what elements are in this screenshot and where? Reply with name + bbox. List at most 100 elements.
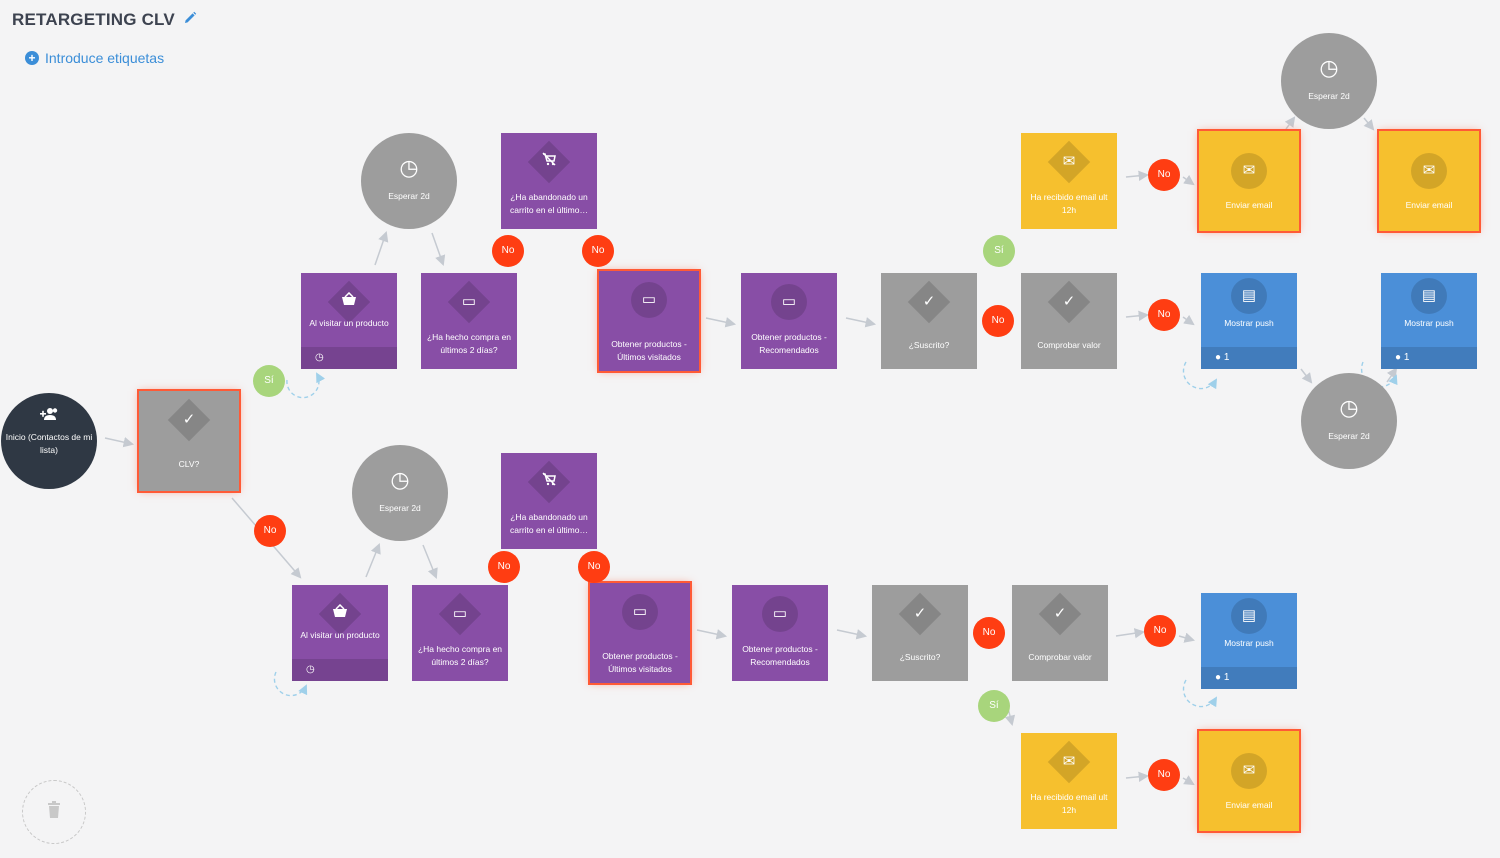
clv-condition-node[interactable]: ✓ CLV?: [139, 391, 239, 491]
pencil-icon[interactable]: [183, 10, 197, 30]
card-icon: ▭: [452, 605, 468, 622]
start-node[interactable]: Inicio (Contactos de mi lista): [1, 393, 97, 489]
branch-badge-no[interactable]: No: [1148, 159, 1180, 191]
send-email-label: Enviar email: [1225, 200, 1273, 210]
get-recommended-node-top[interactable]: ▭ Obtener productos - Recomendados: [741, 273, 837, 369]
add-tags-link[interactable]: + Introduce etiquetas: [25, 50, 164, 66]
recent-products-label: Obtener productos - Últimos visitados: [602, 651, 678, 674]
subscribed-check-node-bottom[interactable]: ✓ ¿Suscrito?: [872, 585, 968, 681]
wait-node-top-1[interactable]: ◷ Esperar 2d: [361, 133, 457, 229]
check-icon: ✓: [913, 605, 927, 622]
chat-icon: ▤: [1421, 287, 1437, 304]
purchase-check-label: ¿Ha hecho compra en últimos 2 días?: [426, 332, 512, 355]
users-plus-icon: [1, 407, 97, 429]
card-icon: ▭: [641, 291, 657, 308]
visit-product-label: Al visitar un producto: [309, 318, 389, 328]
wait-label: Esperar 2d: [1308, 91, 1350, 101]
push-count: 1: [1223, 352, 1230, 363]
chat-icon: ▤: [1241, 287, 1257, 304]
branch-badge-no[interactable]: No: [1148, 299, 1180, 331]
clock-icon: ◷: [1319, 55, 1339, 80]
title-text: RETARGETING CLV: [12, 10, 175, 29]
push-count: 1: [1403, 352, 1410, 363]
wait-node-right[interactable]: ◷ Esperar 2d: [1301, 373, 1397, 469]
branch-badge-no[interactable]: No: [488, 551, 520, 583]
basket-icon: [292, 603, 388, 625]
show-push-node-2[interactable]: ▤ Mostrar push ● 1: [1381, 273, 1477, 369]
show-push-node-1[interactable]: ▤ Mostrar push ● 1: [1201, 273, 1297, 369]
delete-drop-zone[interactable]: [22, 780, 86, 844]
check-value-label: Comprobar valor: [1028, 652, 1092, 662]
basket-icon: [301, 291, 397, 313]
send-email-node-1[interactable]: ✉ Enviar email: [1199, 131, 1299, 231]
mail-icon: ✉: [1422, 162, 1436, 179]
abandoned-cart-node-bottom[interactable]: ¿Ha abandonado un carrito en el último…: [501, 453, 597, 549]
card-icon: ▭: [772, 605, 788, 622]
start-node-label: Inicio (Contactos de mi lista): [5, 432, 93, 455]
received-email-label: Ha recibido email ult 12h: [1030, 192, 1108, 215]
visit-product-node-top[interactable]: Al visitar un producto ◷: [301, 273, 397, 369]
branch-badge-no[interactable]: No: [582, 235, 614, 267]
get-recent-products-node-bottom[interactable]: ▭ Obtener productos - Últimos visitados: [590, 583, 690, 683]
clock-icon: ◷: [399, 155, 419, 180]
received-email-label: Ha recibido email ult 12h: [1030, 792, 1108, 815]
clv-label: CLV?: [178, 459, 200, 469]
branch-badge-si[interactable]: Sí: [978, 690, 1010, 722]
wait-label: Esperar 2d: [1328, 431, 1370, 441]
wait-label: Esperar 2d: [388, 191, 430, 201]
wait-label: Esperar 2d: [379, 503, 421, 513]
trash-icon: [23, 801, 85, 824]
user-icon: ●: [1215, 352, 1222, 363]
mail-icon: ✉: [1062, 153, 1076, 170]
purchase-check-node-bottom[interactable]: ▭ ¿Ha hecho compra en últimos 2 días?: [412, 585, 508, 681]
chat-icon: ▤: [1241, 607, 1257, 624]
abandoned-cart-label: ¿Ha abandonado un carrito en el último…: [510, 512, 588, 535]
send-email-node-2[interactable]: ✉ Enviar email: [1379, 131, 1479, 231]
get-recent-products-node-top[interactable]: ▭ Obtener productos - Últimos visitados: [599, 271, 699, 371]
card-icon: ▭: [461, 293, 477, 310]
abandoned-cart-label: ¿Ha abandonado un carrito en el último…: [510, 192, 588, 215]
send-email-label: Enviar email: [1225, 800, 1273, 810]
branch-badge-no[interactable]: No: [1144, 615, 1176, 647]
card-icon: ▭: [781, 293, 797, 310]
show-push-node-3[interactable]: ▤ Mostrar push ● 1: [1201, 593, 1297, 689]
push-count: 1: [1223, 672, 1230, 683]
card-icon: ▭: [632, 603, 648, 620]
check-value-node-top[interactable]: ✓ Comprobar valor: [1021, 273, 1117, 369]
mail-icon: ✉: [1242, 762, 1256, 779]
clock-icon: ◷: [315, 352, 324, 363]
get-recommended-node-bottom[interactable]: ▭ Obtener productos - Recomendados: [732, 585, 828, 681]
wait-node-bottom-1[interactable]: ◷ Esperar 2d: [352, 445, 448, 541]
wait-node-top-right[interactable]: ◷ Esperar 2d: [1281, 33, 1377, 129]
mail-icon: ✉: [1062, 753, 1076, 770]
subscribed-check-node-top[interactable]: ✓ ¿Suscrito?: [881, 273, 977, 369]
branch-badge-si[interactable]: Sí: [253, 365, 285, 397]
clock-icon: ◷: [1339, 395, 1359, 420]
recommended-label: Obtener productos - Recomendados: [751, 332, 827, 355]
clock-icon: ◷: [390, 467, 410, 492]
show-push-label: Mostrar push: [1224, 638, 1274, 648]
branch-badge-no[interactable]: No: [254, 515, 286, 547]
branch-badge-si[interactable]: Sí: [983, 235, 1015, 267]
branch-badge-no[interactable]: No: [982, 305, 1014, 337]
branch-badge-no[interactable]: No: [578, 551, 610, 583]
mail-icon: ✉: [1242, 162, 1256, 179]
purchase-check-node-top[interactable]: ▭ ¿Ha hecho compra en últimos 2 días?: [421, 273, 517, 369]
visit-product-label: Al visitar un producto: [300, 630, 380, 640]
recent-products-label: Obtener productos - Últimos visitados: [611, 339, 687, 362]
abandoned-cart-node-top[interactable]: ¿Ha abandonado un carrito en el último…: [501, 133, 597, 229]
user-icon: ●: [1215, 672, 1222, 683]
add-tags-label: Introduce etiquetas: [45, 50, 165, 66]
branch-badge-no[interactable]: No: [492, 235, 524, 267]
received-email-node-top[interactable]: ✉ Ha recibido email ult 12h: [1021, 133, 1117, 229]
visit-product-node-bottom[interactable]: Al visitar un producto ◷: [292, 585, 388, 681]
branch-badge-no[interactable]: No: [1148, 759, 1180, 791]
clock-icon: ◷: [306, 664, 315, 675]
received-email-node-bottom[interactable]: ✉ Ha recibido email ult 12h: [1021, 733, 1117, 829]
check-icon: ✓: [922, 293, 936, 310]
cart-off-icon: [501, 151, 597, 173]
check-value-node-bottom[interactable]: ✓ Comprobar valor: [1012, 585, 1108, 681]
send-email-node-3[interactable]: ✉ Enviar email: [1199, 731, 1299, 831]
branch-badge-no[interactable]: No: [973, 617, 1005, 649]
